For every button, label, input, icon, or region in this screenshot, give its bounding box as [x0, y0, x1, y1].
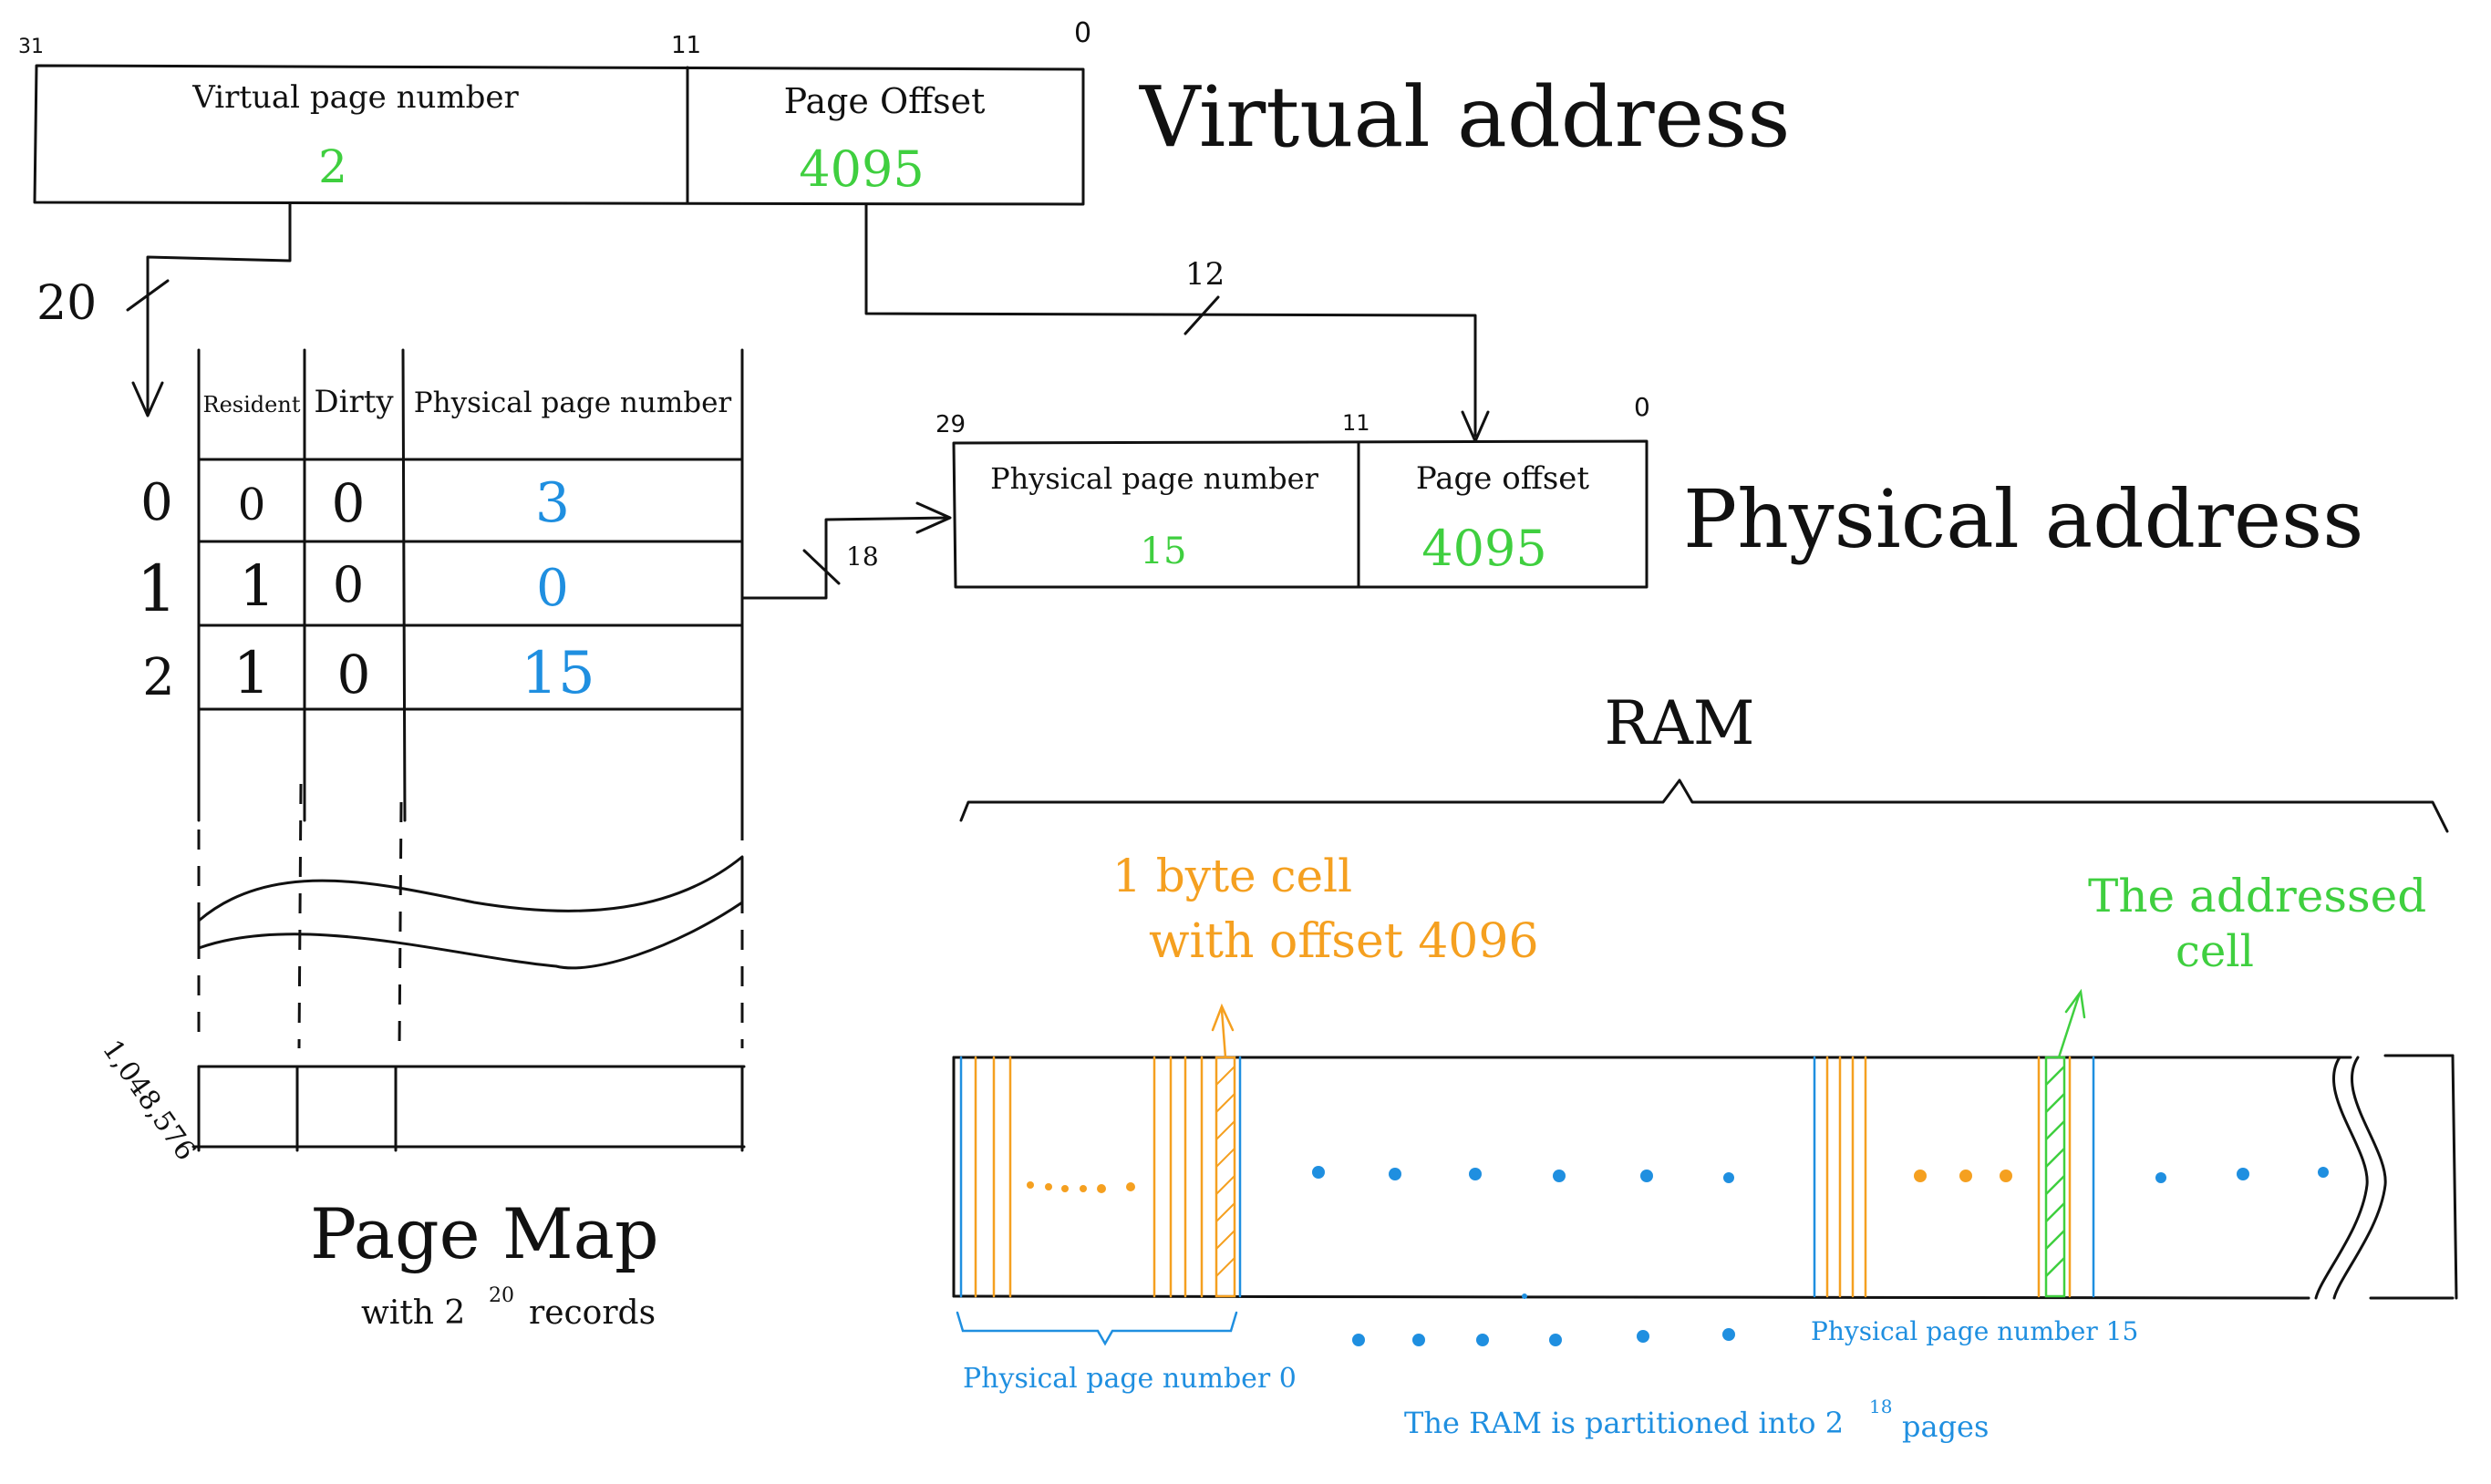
cell-note-arrow: [1220, 1008, 1227, 1059]
virtual-address-box: [33, 64, 1085, 206]
ppn-wire-tick: [802, 549, 841, 585]
ram-break-right: [2332, 1056, 2387, 1300]
offset-wire-tick: [1183, 295, 1220, 335]
page-map-title: Page Map: [310, 1193, 659, 1274]
physical-address-title: Physical address: [1683, 472, 2363, 566]
pm-dash-2: [297, 783, 303, 1049]
cell-note-arrowhead: [1211, 1003, 1235, 1032]
pm-row-2-dirty: 0: [337, 644, 371, 706]
pm-row-2-resident: 1: [233, 640, 271, 707]
virtual-address-group: 31 11 0 Virtual page number 2 Page Offse…: [18, 17, 1790, 206]
ram-partition-exp: 18: [1869, 1396, 1892, 1417]
ram-gap-dots: [1312, 1166, 1734, 1183]
physical-address-group: 29 11 0 Physical page number 15 Page off…: [935, 392, 2363, 589]
ram-brace: [959, 778, 2449, 833]
pa-bit-29: 29: [935, 411, 966, 438]
ram-partition-prefix: The RAM is partitioned into 2: [1404, 1406, 1844, 1440]
pm-row-1-index: 1: [137, 551, 178, 626]
ram-partition-suffix: pages: [1902, 1409, 1989, 1444]
page-map-table: Resident Dirty Physical page number 0 0 …: [96, 348, 746, 1332]
ppn-wire-arrowhead: [915, 501, 952, 534]
virtual-address-title: Virtual address: [1139, 68, 1790, 166]
va-offset-field-label: Page Offset: [784, 81, 986, 121]
offset-wire-width: 12: [1185, 256, 1225, 293]
cell-note-line1: 1 byte cell: [1112, 850, 1352, 902]
addressed-arrow: [2057, 994, 2081, 1059]
page-0-brace: [956, 1311, 1238, 1346]
pa-ppn-field-value: 15: [1141, 531, 1187, 572]
ram-page-15: [1813, 1056, 2095, 1298]
cell-note-line2: with offset 4096: [1149, 914, 1539, 969]
page-map-subtitle-suffix: records: [529, 1294, 656, 1332]
page-map-subtitle-exp: 20: [489, 1284, 514, 1307]
page-15-label: Physical page number 15: [1811, 1316, 2138, 1346]
ppn-wire-line: [740, 516, 950, 600]
pm-break-wave: [197, 855, 744, 970]
pm-dash-3: [398, 801, 403, 1049]
addressed-arrowhead: [2064, 988, 2086, 1019]
va-offset-field-value: 4095: [799, 140, 924, 198]
ram-title: RAM: [1605, 688, 1755, 758]
ram-group: RAM: [952, 688, 2458, 1444]
pm-header-resident: Resident: [203, 392, 301, 417]
pa-bit-0: 0: [1634, 392, 1650, 422]
offset-wire-line: [864, 202, 1477, 438]
pm-last-index: 1,048,576: [96, 1035, 202, 1167]
ppn-wire-width: 18: [846, 541, 879, 572]
pm-header-ppn: Physical page number: [414, 386, 732, 419]
vpn-wire-arrowhead: [131, 381, 164, 417]
vpn-wire-tick: [126, 279, 170, 312]
physical-address-box: [952, 439, 1649, 589]
page-map-subtitle-prefix: with 2: [361, 1294, 465, 1332]
pm-row-1-resident: 1: [239, 552, 274, 619]
va-bit-0: 0: [1074, 17, 1091, 49]
addressed-note-line1: The addressed: [2088, 870, 2426, 922]
ram-page-0: [959, 1056, 1242, 1298]
pa-offset-field-value: 4095: [1421, 520, 1546, 577]
pm-row-1-dirty: 0: [333, 556, 364, 613]
ram-strip-bottom: [952, 1294, 2310, 1300]
vpn-field-value: 2: [318, 140, 347, 193]
ram-below-dots: [1352, 1293, 1735, 1346]
vpn-wire: 20: [36, 202, 292, 417]
addressed-note-line2: cell: [2176, 926, 2254, 977]
pm-header-dirty: Dirty: [314, 384, 394, 420]
ram-strip-right: [2451, 1054, 2458, 1300]
pm-row-0-index: 0: [140, 473, 173, 532]
pm-row-0-ppn: 3: [535, 471, 570, 535]
pm-row-0-resident: 0: [238, 479, 266, 531]
pm-row-1-ppn: 0: [536, 559, 569, 618]
pa-bit-11: 11: [1342, 410, 1370, 436]
pa-ppn-field-label: Physical page number: [990, 461, 1318, 496]
pa-offset-field-label: Page offset: [1416, 460, 1590, 497]
vpn-wire-width: 20: [36, 276, 97, 331]
ram-right-dots: [2155, 1167, 2329, 1183]
vpn-field-label: Virtual page number: [191, 79, 519, 116]
ram-break-left: [2314, 1056, 2369, 1300]
pm-row-0-dirty: 0: [332, 472, 366, 534]
pm-col-dirty-ppn: [401, 348, 407, 822]
offset-wire: 12: [864, 202, 1490, 443]
page-0-label: Physical page number 0: [963, 1363, 1297, 1395]
pm-row-2-ppn: 15: [521, 640, 594, 707]
va-bit-11: 11: [671, 32, 701, 59]
vpn-wire-line: [146, 202, 292, 414]
ppn-wire: 18: [740, 501, 952, 600]
pm-row-2-index: 2: [142, 648, 175, 707]
va-bit-31: 31: [18, 36, 44, 58]
